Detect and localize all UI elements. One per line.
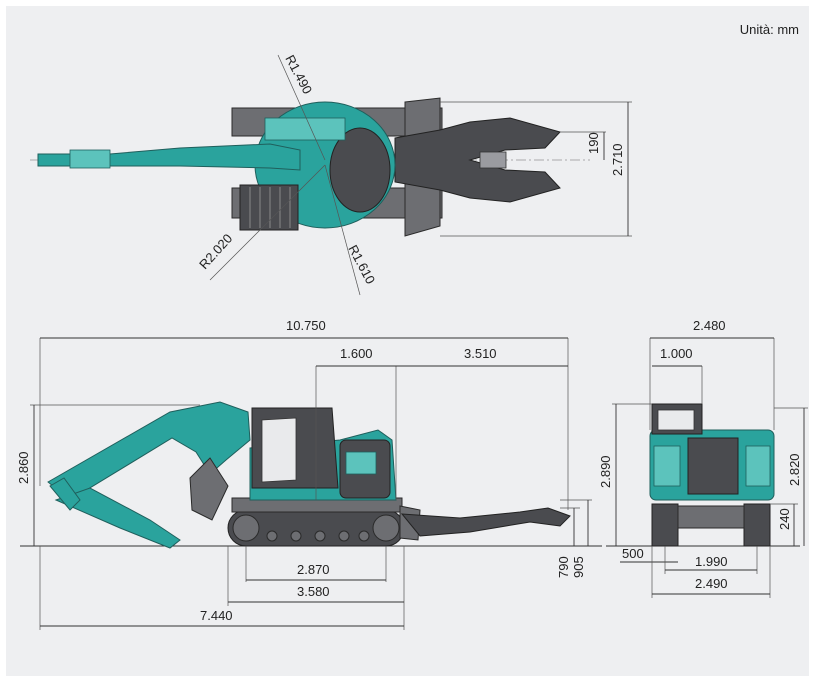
front-width-label: 2.480 bbox=[693, 318, 726, 333]
front-track-height-label: 240 bbox=[777, 508, 792, 530]
top-arm-tip bbox=[69, 149, 111, 169]
front-track-left bbox=[651, 503, 679, 547]
side-arm bbox=[54, 487, 181, 549]
side-clearance-b-label: 905 bbox=[571, 556, 586, 578]
top-crusher-pin bbox=[479, 151, 507, 169]
unit-label: Unità: mm bbox=[739, 22, 799, 37]
side-cylinder bbox=[189, 457, 229, 521]
front-undercarriage bbox=[677, 505, 745, 529]
front-counterweight-label: 2.820 bbox=[787, 453, 802, 486]
side-clearance-a-label: 790 bbox=[556, 556, 571, 578]
radius-front-label: R1.490 bbox=[282, 52, 315, 96]
side-cab-window bbox=[261, 417, 297, 483]
top-cab-block bbox=[239, 184, 299, 231]
radius-rear-right-label: R1.610 bbox=[345, 242, 378, 286]
front-track-right bbox=[743, 503, 771, 547]
top-cab-roof bbox=[264, 117, 346, 141]
side-arm-tip bbox=[49, 477, 81, 511]
front-track-width-label: 2.490 bbox=[695, 576, 728, 591]
side-boom bbox=[47, 401, 251, 501]
side-crusher bbox=[400, 507, 571, 537]
front-shoe-width-label: 500 bbox=[622, 546, 644, 561]
top-engine-cover bbox=[329, 127, 391, 213]
side-cab-center-label: 1.600 bbox=[340, 346, 373, 361]
front-cab-window bbox=[657, 409, 695, 431]
top-offset-label: 190 bbox=[586, 132, 601, 154]
front-height-label: 2.890 bbox=[598, 455, 613, 488]
front-cab-width-label: 1.000 bbox=[660, 346, 693, 361]
front-view: 2.480 1.000 2.890 2.820 240 500 1.990 2.… bbox=[598, 318, 808, 598]
side-view: 10.750 1.600 3.510 2.860 2.870 3.580 7.4… bbox=[16, 318, 602, 630]
front-left-panel bbox=[653, 445, 681, 487]
side-height-label: 2.860 bbox=[16, 451, 31, 484]
side-tumbler-label: 2.870 bbox=[297, 562, 330, 577]
front-gauge-label: 1.990 bbox=[695, 554, 728, 569]
side-tail-front-label: 7.440 bbox=[200, 608, 233, 623]
side-grill bbox=[345, 451, 377, 475]
front-right-panel bbox=[745, 445, 771, 487]
side-center-tip-label: 3.510 bbox=[464, 346, 497, 361]
top-view: R1.490 R2.020 R1.610 2.710 190 bbox=[30, 52, 632, 296]
side-overall-length-label: 10.750 bbox=[286, 318, 326, 333]
radius-rear-left-label: R2.020 bbox=[196, 231, 235, 272]
side-track-length-label: 3.580 bbox=[297, 584, 330, 599]
front-center-panel bbox=[687, 437, 739, 495]
top-overall-width-label: 2.710 bbox=[610, 143, 625, 176]
